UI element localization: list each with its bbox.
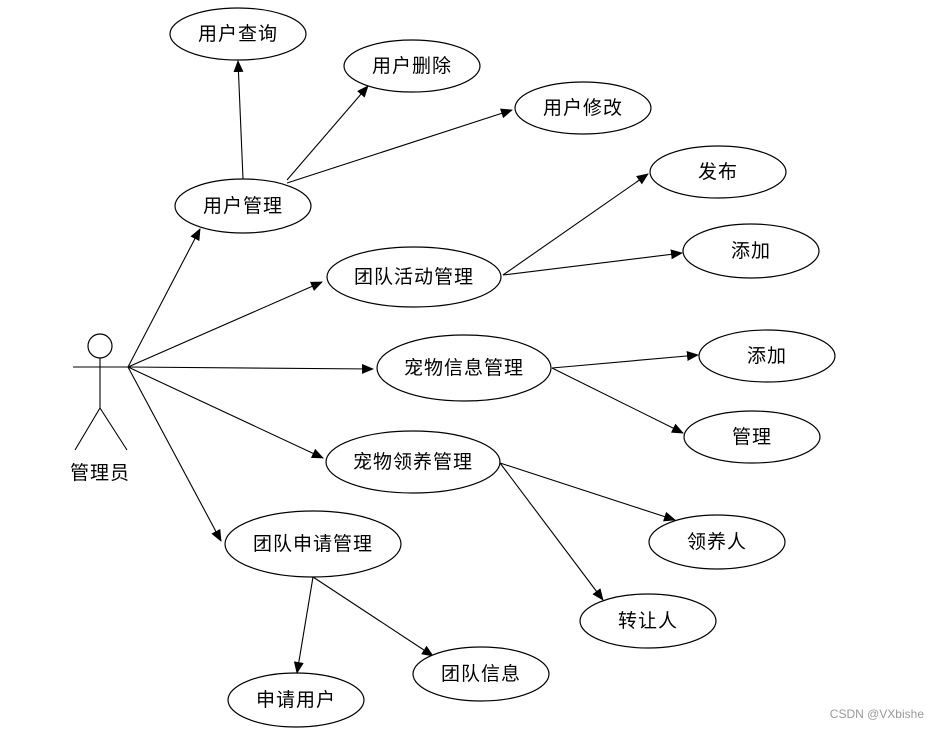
association-arrow-actor-uc_team_activity	[127, 281, 323, 368]
use-case-label: 宠物信息管理	[404, 357, 524, 379]
actor-head	[87, 333, 113, 359]
association-arrow-uc_team_apply-uc_applicant	[293, 576, 314, 674]
use-case-ellipse	[682, 223, 820, 279]
use-case-uc-applicant: 申请用户	[227, 672, 365, 728]
use-case-label: 申请用户	[256, 689, 336, 711]
use-case-uc-query: 用户查询	[169, 7, 307, 61]
use-case-uc-publish: 发布	[649, 145, 787, 199]
use-case-label: 用户修改	[543, 97, 623, 119]
use-case-label: 转让人	[618, 610, 678, 632]
use-case-ellipse	[174, 178, 312, 234]
association-arrow-actor-uc_user_mgmt	[127, 228, 201, 368]
association-arrow-uc_pet_adopt-uc_transferor	[499, 462, 604, 601]
use-case-ellipse	[514, 81, 652, 135]
use-case-ellipse	[227, 672, 365, 728]
use-case-label: 宠物领养管理	[353, 451, 473, 473]
use-case-uc-user-mgmt: 用户管理	[174, 178, 312, 234]
use-case-ellipse	[579, 593, 717, 649]
use-case-label: 管理	[732, 426, 772, 448]
use-case-uc-add2: 添加	[698, 329, 836, 383]
use-case-label: 发布	[698, 161, 738, 183]
use-case-ellipse	[343, 39, 481, 93]
use-case-label: 团队信息	[441, 663, 521, 685]
association-arrow-uc_team_activity-uc_add1	[502, 249, 683, 276]
use-case-ellipse	[376, 334, 552, 402]
use-case-ellipse	[325, 430, 501, 494]
watermark: CSDN @VXbishe	[829, 707, 924, 721]
use-case-label: 添加	[747, 345, 787, 367]
use-case-ellipse	[683, 410, 821, 464]
use-case-ellipse	[412, 646, 550, 702]
use-case-label: 领养人	[687, 531, 747, 553]
actor-label: 管理员	[70, 462, 130, 484]
actor: 管理员	[70, 333, 130, 484]
association-arrow-uc_user_mgmt-uc_modify	[286, 108, 513, 184]
use-case-ellipse	[698, 329, 836, 383]
association-arrow-uc_team_activity-uc_publish	[502, 173, 649, 276]
use-case-ellipse	[169, 7, 307, 61]
use-case-label: 团队活动管理	[354, 266, 474, 288]
association-arrow-actor-uc_pet_adopt	[127, 366, 324, 459]
use-case-ellipse	[326, 246, 502, 308]
use-case-label: 用户删除	[372, 55, 452, 77]
association-arrow-uc_user_mgmt-uc_query	[233, 60, 244, 180]
association-arrow-uc_user_mgmt-uc_delete	[286, 85, 369, 181]
use-case-label: 用户管理	[203, 195, 283, 217]
use-case-uc-transferor: 转让人	[579, 593, 717, 649]
use-case-uc-pet-adopt: 宠物领养管理	[325, 430, 501, 494]
association-arrow-uc_pet_adopt-uc_adopter	[499, 462, 676, 522]
use-case-ellipse	[648, 514, 786, 570]
use-case-uc-team-info: 团队信息	[412, 646, 550, 702]
association-arrow-actor-uc_pet_info	[127, 363, 374, 374]
use-case-uc-team-activity: 团队活动管理	[326, 246, 502, 308]
use-case-label: 添加	[731, 240, 771, 262]
association-arrow-uc_pet_info-uc_manage	[551, 367, 684, 434]
use-case-uc-pet-info: 宠物信息管理	[376, 334, 552, 402]
use-case-ellipse	[649, 145, 787, 199]
use-case-uc-manage: 管理	[683, 410, 821, 464]
use-case-label: 团队申请管理	[253, 533, 373, 555]
use-case-label: 用户查询	[198, 23, 278, 45]
use-case-uc-add1: 添加	[682, 223, 820, 279]
use-case-uc-modify: 用户修改	[514, 81, 652, 135]
use-case-uc-adopter: 领养人	[648, 514, 786, 570]
use-case-uc-team-apply: 团队申请管理	[224, 510, 402, 578]
use-case-uc-delete: 用户删除	[343, 39, 481, 93]
association-arrow-uc_team_apply-uc_team_info	[312, 576, 434, 657]
association-arrow-actor-uc_team_apply	[127, 366, 222, 542]
association-arrow-uc_pet_info-uc_add2	[551, 350, 699, 369]
use-case-ellipse	[224, 510, 402, 578]
